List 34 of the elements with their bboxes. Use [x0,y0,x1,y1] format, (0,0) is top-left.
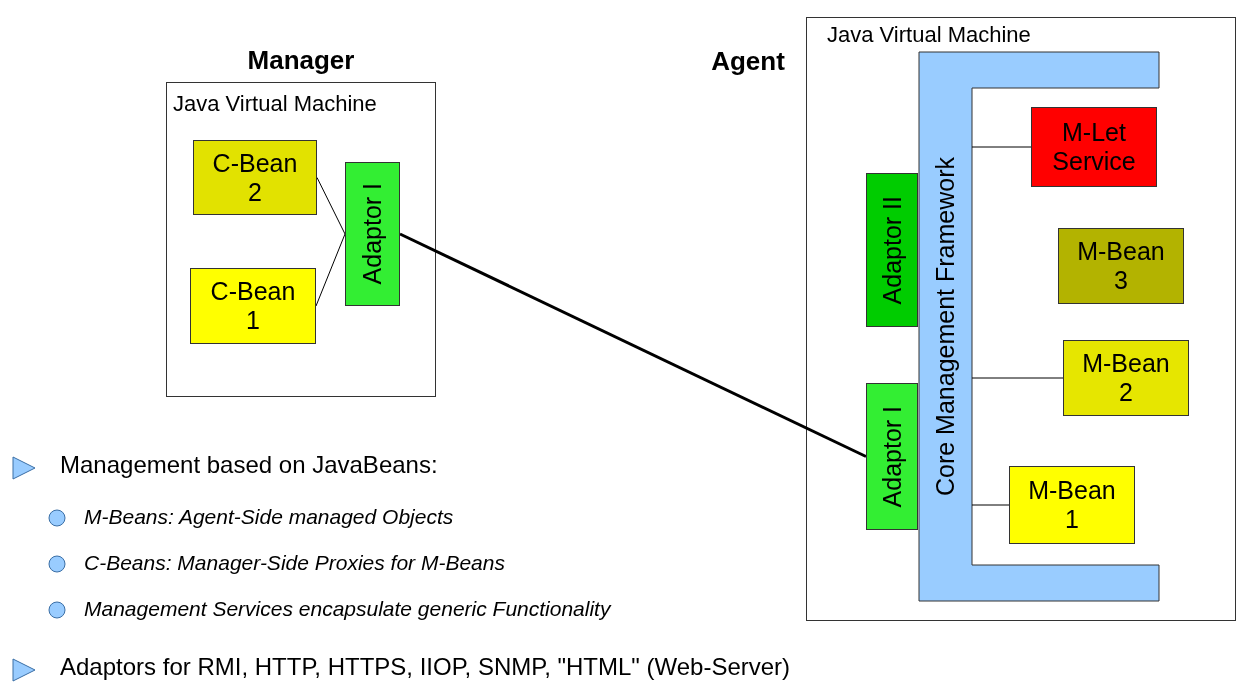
box-label: M-Bean 2 [1081,349,1171,407]
box-label: M-Bean 3 [1076,237,1166,295]
connector-line [399,232,867,458]
bullet-text: M-Beans: Agent-Side managed Objects [84,505,454,529]
bean-box [190,268,316,344]
adaptor-box [866,383,918,530]
bean-box [1009,466,1135,544]
box-label: C-Bean 2 [211,148,299,207]
box-label: Adaptor I [358,183,387,285]
frame-label: Java Virtual Machine [827,22,1031,48]
bullet-text: C-Beans: Manager-Side Proxies for M-Beans [84,551,505,575]
connector-line [316,177,346,235]
bean-box [193,140,317,215]
adaptor-box [866,173,918,327]
framework-label: Core Management Framework [931,157,960,496]
bullet-text: Management based on JavaBeans: [60,451,438,479]
section-heading: Manager [247,44,355,76]
connector-line [971,377,1064,379]
bullet-text: Management Services encapsulate generic Functionality [84,597,611,621]
adaptor-box [345,162,400,306]
frame-label: Java Virtual Machine [173,91,377,117]
bean-box [1058,228,1184,304]
box-label: C-Bean 1 [209,277,297,335]
service-box [1031,107,1157,187]
section-heading: Agent [711,45,785,77]
connector-line [315,233,346,307]
bullet-text: Adaptors for RMI, HTTP, HTTPS, IIOP, SNMP, "HTML" (Web-Server) [60,653,791,681]
box-label: M-Let Service [1051,118,1137,176]
box-label: M-Bean 1 [1027,476,1117,534]
connector-line [971,504,1010,506]
box-label: Adaptor II [877,195,907,305]
box-label: Adaptor I [877,405,907,508]
connector-line [971,146,1032,148]
bean-box [1063,340,1189,416]
